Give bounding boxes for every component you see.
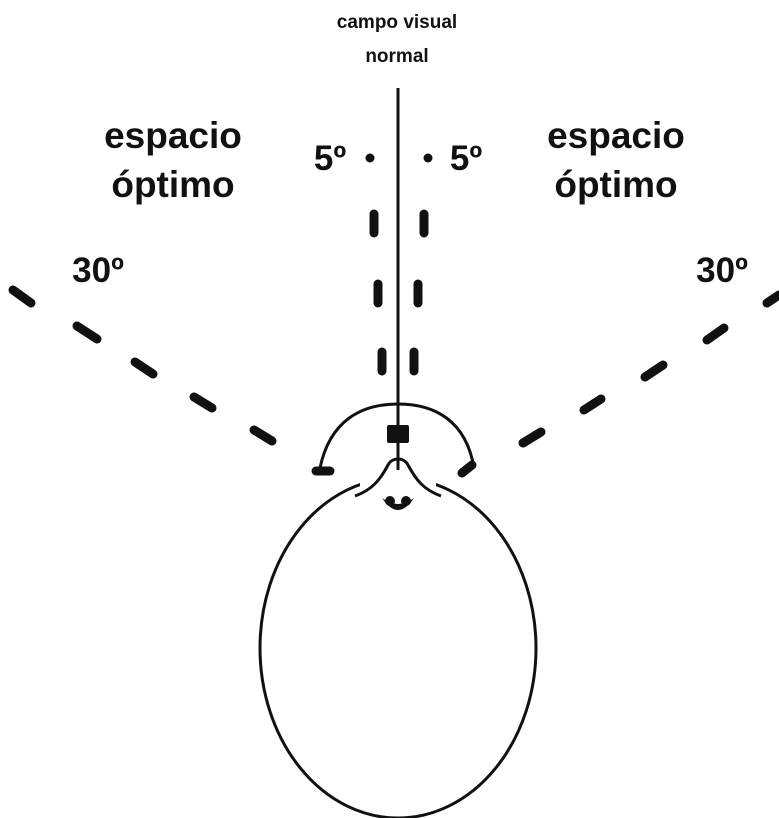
left-outer-boundary bbox=[8, 285, 277, 446]
left-inner-angle-label: 5º bbox=[314, 139, 346, 178]
head-figure bbox=[258, 402, 538, 818]
right-zone-label-line1: espacio bbox=[547, 115, 685, 156]
right-inner-angle-label: 5º bbox=[450, 139, 482, 178]
focal-point-marker bbox=[387, 425, 409, 443]
head-outline bbox=[258, 476, 538, 818]
right-zone-label-line2: óptimo bbox=[554, 164, 677, 205]
center-title-line1: campo visual bbox=[337, 12, 457, 33]
nose-outline bbox=[354, 457, 442, 498]
left-zone-label-line1: espacio bbox=[104, 115, 242, 156]
left-outer-angle-label: 30º bbox=[72, 251, 124, 290]
right-inner-boundary bbox=[409, 153, 433, 376]
center-title-line2: normal bbox=[365, 46, 428, 67]
right-outer-boundary bbox=[518, 290, 779, 448]
left-inner-boundary bbox=[365, 153, 387, 376]
eyes-mark bbox=[382, 498, 414, 510]
peripheral-arc bbox=[318, 402, 476, 469]
left-zone-label-line2: óptimo bbox=[111, 164, 234, 205]
right-outer-angle-label: 30º bbox=[696, 251, 748, 290]
